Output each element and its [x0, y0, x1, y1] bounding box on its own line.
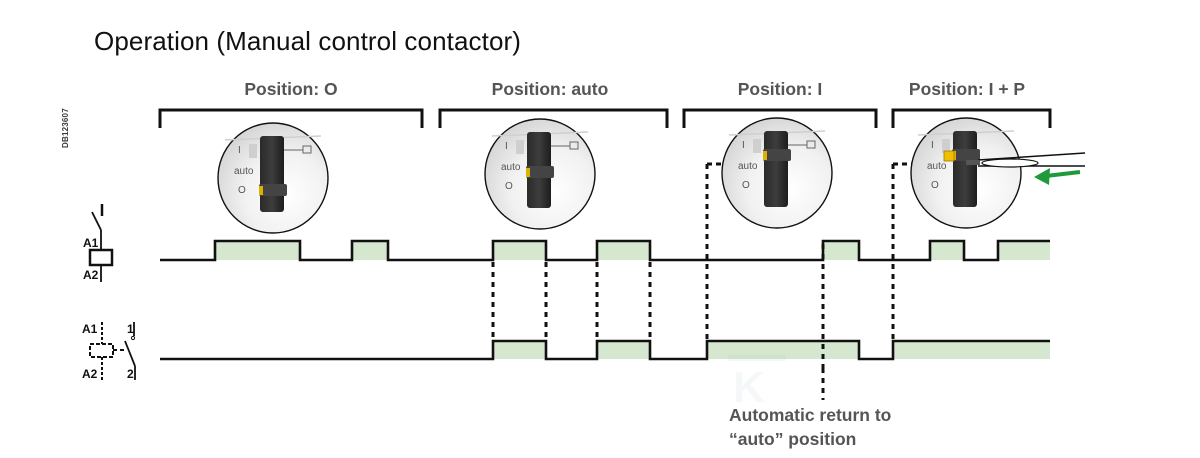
contact-pin2-label: 2 [127, 367, 134, 381]
lever-body [953, 131, 977, 207]
knob-label-on: I [742, 140, 745, 151]
diagram-title: Operation (Manual control contactor) [94, 26, 522, 56]
lever-handle [526, 166, 554, 178]
knob-label-auto: auto [738, 161, 758, 172]
padlock-icon [569, 141, 579, 150]
section-bracket-0 [158, 108, 424, 128]
section-bracket-2 [682, 108, 878, 128]
coil-a2-label: A2 [83, 268, 99, 282]
signal-1-pulse-2 [707, 341, 859, 359]
lock-button [943, 150, 955, 162]
signal-0-pulse-4 [823, 241, 859, 260]
padlock-icon [302, 145, 312, 154]
watermark-logo: K [728, 355, 786, 412]
knob-label-auto: auto [927, 161, 947, 172]
signal-fills [215, 241, 1050, 359]
knob-label-auto: auto [234, 166, 254, 177]
auto-return-annotation: Automatic return to “auto” position [729, 403, 891, 451]
lever-body [260, 136, 284, 212]
section-brackets [158, 108, 1052, 128]
position-label-i: Position: I [737, 79, 823, 99]
lever-handle [763, 149, 791, 161]
signal-line-1 [160, 339, 1050, 361]
knob-label-off: O [505, 181, 513, 192]
screwdriver-icon [966, 152, 1086, 168]
svg-text:K: K [733, 363, 765, 412]
annotation-line-1: Automatic return to [729, 405, 892, 425]
knob-label-auto: auto [501, 162, 521, 173]
signal-0-pulse-5 [930, 241, 964, 260]
signal-line-0 [160, 239, 1050, 262]
position-label-o: Position: O [244, 79, 338, 99]
coil-symbol: A1 A2 [83, 204, 114, 282]
signal-1-pulse-1 [597, 341, 650, 359]
signal-0-pulse-1 [352, 241, 388, 260]
lever-body [764, 131, 788, 207]
signal-1-pulse-3 [893, 341, 1050, 359]
section-bracket-1 [438, 108, 669, 128]
signal-0-pulse-2 [493, 241, 546, 260]
annotation-line-2: “auto” position [729, 429, 857, 449]
signal-lines [160, 239, 1050, 361]
push-arrow-icon [1034, 168, 1081, 185]
lever-tab [259, 186, 263, 195]
contact-pin1-label: 1 [127, 322, 134, 336]
coil-a1-label: A1 [83, 236, 99, 250]
position-label-i-plus-p: Position: I + P [908, 79, 1026, 99]
indicator-window [516, 140, 524, 154]
padlock-icon [806, 140, 816, 149]
contact-symbol: A1 A2 1 2 [82, 322, 136, 381]
signal-0-pulse-3 [597, 241, 650, 260]
section-bracket-3 [891, 108, 1052, 128]
signal-0-pulse-0 [215, 241, 300, 260]
knob-label-off: O [238, 185, 246, 196]
contact-a1-label: A1 [82, 322, 98, 336]
indicator-window [249, 144, 257, 158]
signal-0-pulse-6 [998, 241, 1050, 260]
indicator-window [753, 139, 761, 153]
lever-tab [526, 168, 530, 177]
knob-label-on: I [238, 145, 241, 156]
signal-1-pulse-0 [493, 341, 546, 359]
lever-handle [259, 184, 287, 196]
knob-label-off: O [742, 180, 750, 191]
knob-label-on: I [505, 141, 508, 152]
position-label-auto: Position: auto [491, 79, 609, 99]
knob-label-on: I [931, 140, 934, 151]
sync-markers [491, 164, 895, 368]
indicator-window [942, 139, 950, 153]
knob-label-off: O [931, 180, 939, 191]
lever-handle [952, 149, 980, 161]
lever-tab [763, 151, 767, 160]
contact-a2-label: A2 [82, 367, 98, 381]
